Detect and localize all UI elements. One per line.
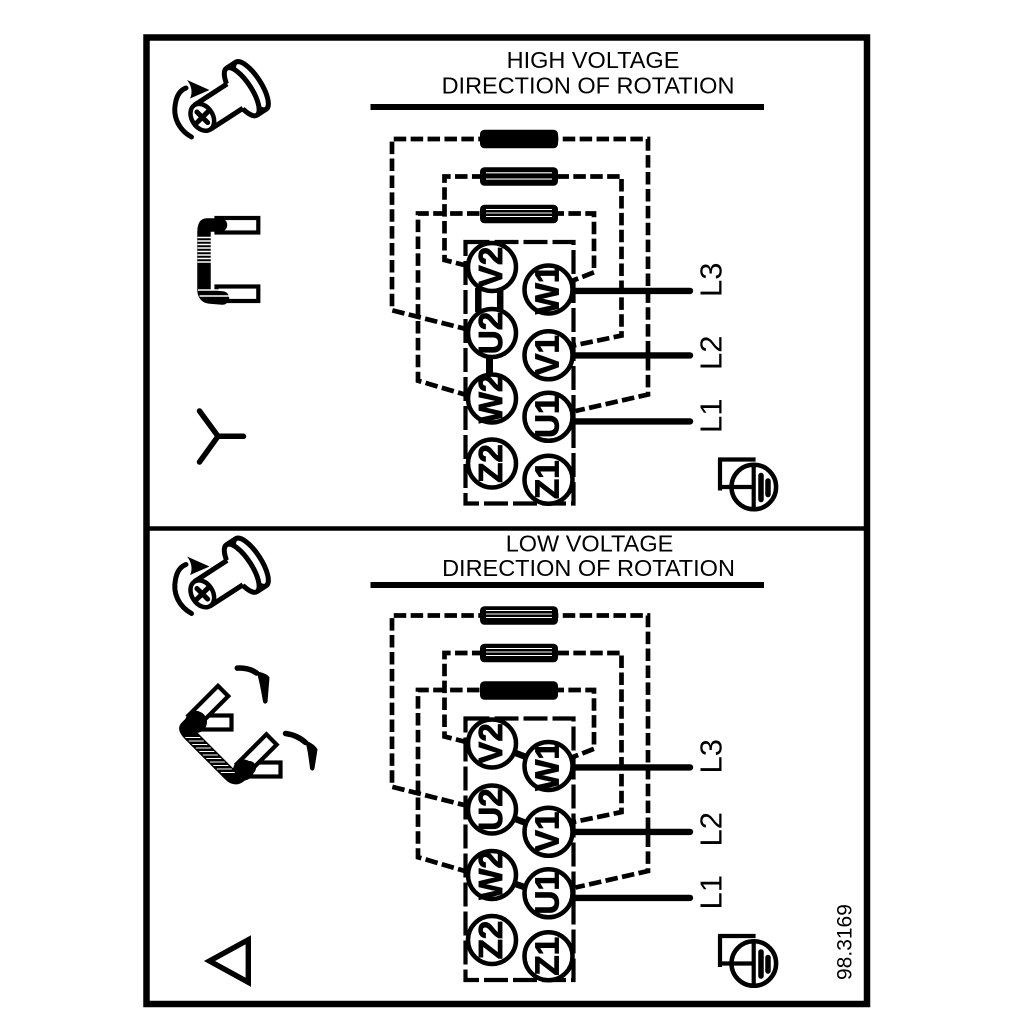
svg-text:HIGH VOLTAGE: HIGH VOLTAGE [507, 47, 680, 73]
svg-text:98.3169: 98.3169 [834, 904, 857, 980]
svg-text:DIRECTION OF ROTATION: DIRECTION OF ROTATION [442, 73, 735, 99]
svg-text:LOW VOLTAGE: LOW VOLTAGE [506, 531, 674, 557]
svg-text:DIRECTION OF ROTATION: DIRECTION OF ROTATION [442, 555, 735, 581]
